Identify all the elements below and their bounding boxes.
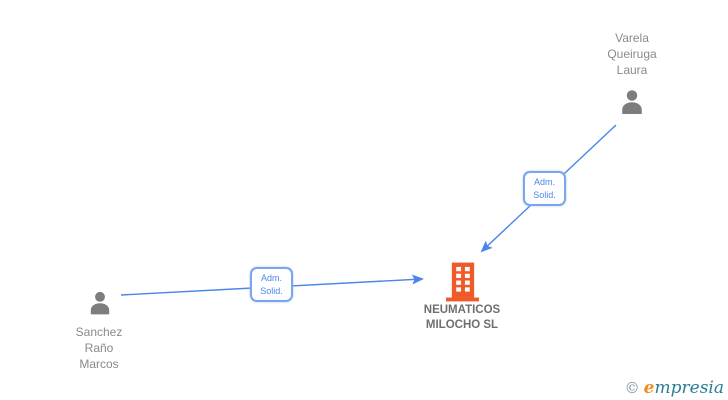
brand-first-letter: e — [643, 378, 655, 398]
person-icon[interactable] — [615, 85, 649, 119]
brand-rest: mpresia — [654, 378, 725, 398]
edge-label-adm-solid-left[interactable]: Adm. Solid. — [250, 267, 293, 302]
edge-label-adm-solid-right[interactable]: Adm. Solid. — [523, 171, 566, 206]
person-name-sanchez: Sanchez Raño Marcos — [75, 325, 123, 371]
empresia-logo[interactable]: © empresia — [625, 380, 724, 397]
person-icon[interactable] — [84, 287, 116, 319]
building-icon[interactable] — [446, 262, 479, 302]
copyright-icon: © — [624, 379, 640, 397]
company-name: NEUMATICOS MILOCHO SL — [423, 304, 501, 331]
brand-wordmark: empresia — [644, 380, 724, 397]
person-name-varela: Varela Queiruga Laura — [607, 31, 657, 77]
